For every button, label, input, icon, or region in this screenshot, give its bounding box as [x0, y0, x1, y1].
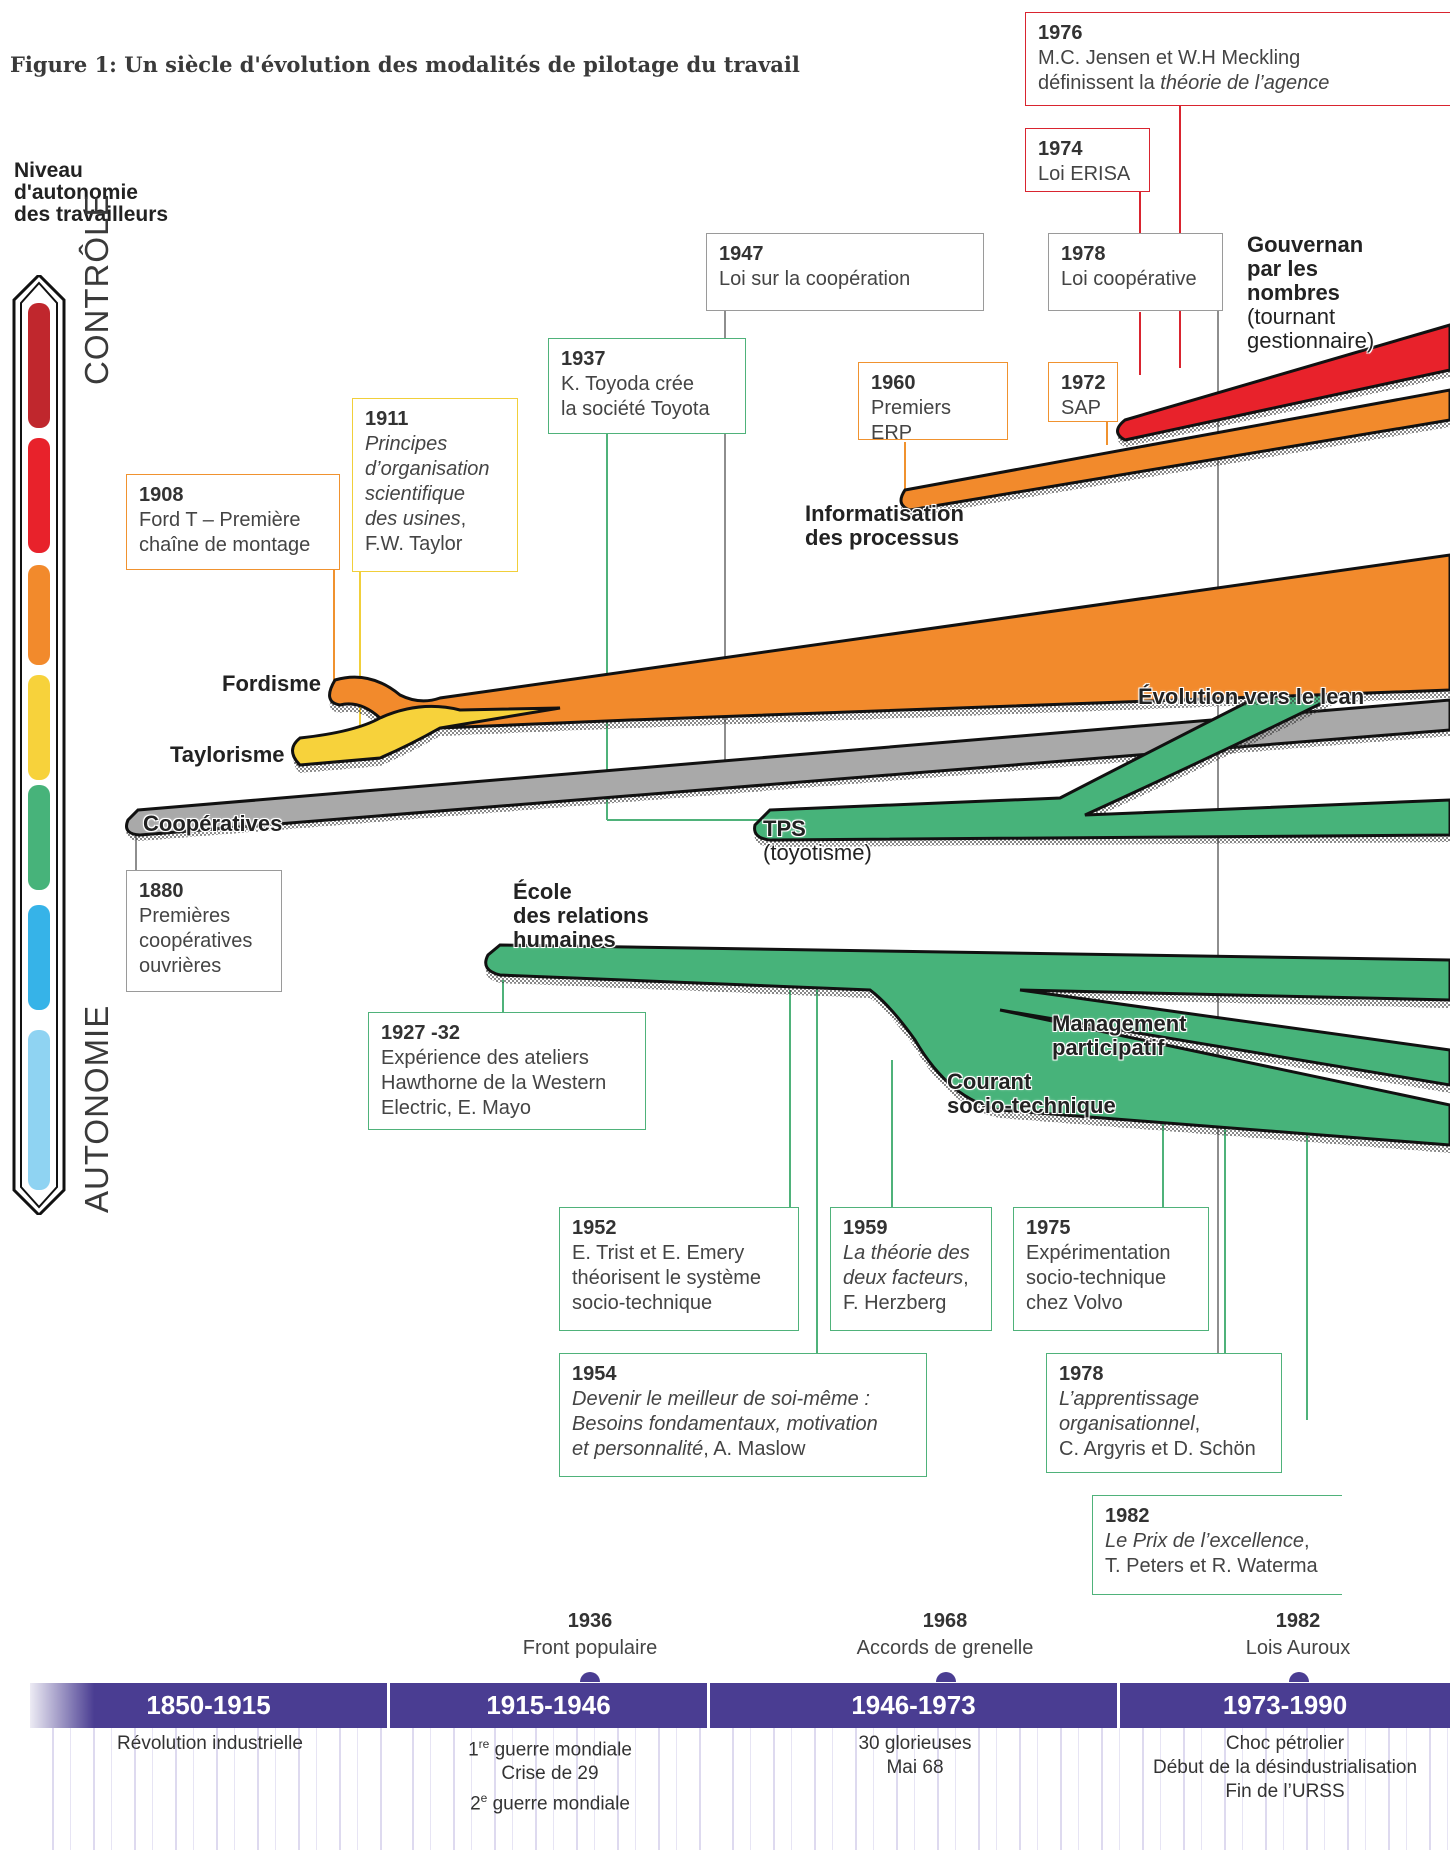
label-gouvernance: Gouvernan par les nombres(tournant gesti…: [1247, 232, 1375, 353]
events-1850-1915: Révolution industrielle: [30, 1728, 390, 1850]
period-1915-1946: 1915-1946: [390, 1683, 710, 1728]
y-axis-label: Niveau d'autonomie des travailleurs: [14, 159, 169, 226]
period-1973-1990: 1973-1990: [1120, 1683, 1450, 1728]
event-dot-1982: [1289, 1672, 1309, 1682]
event-dot-1968: [936, 1672, 956, 1682]
label-informatisation: Informatisation des processus: [805, 501, 964, 550]
autonomy-scale-bar: [12, 275, 66, 1215]
stream-relations-humaines: [484, 943, 1450, 1153]
stream-fordisme-taylorisme: [291, 553, 1450, 773]
period-1850-1915: 1850-1915: [30, 1683, 390, 1728]
events-1946-1973: 30 glorieuses Mai 68: [710, 1728, 1120, 1850]
label-management-participatif: Management participatif: [1052, 1011, 1187, 1060]
label-tps: TPS(toyotisme): [763, 816, 872, 865]
streams-diagram: [125, 96, 1450, 1420]
label-lean: Évolution vers le lean: [1138, 684, 1365, 709]
events-1973-1990: Choc pétrolier Début de la désindustrial…: [1120, 1728, 1450, 1850]
figure-title: Figure 1: Un siècle d'évolution des moda…: [10, 52, 800, 77]
label-courant-socio-technique: Courant socio-technique: [947, 1069, 1116, 1118]
label-relations-humaines: École des relations humaines: [513, 879, 649, 952]
event-dot-1936: [580, 1672, 600, 1682]
period-1946-1973: 1946-1973: [710, 1683, 1120, 1728]
label-taylorisme: Taylorisme: [170, 742, 285, 767]
stream-cooperatives: [125, 698, 1450, 841]
label-cooperatives: Coopératives: [143, 811, 283, 836]
stream-informatisation: [899, 388, 1450, 517]
stream-gouvernance: [1116, 323, 1450, 447]
label-fordisme: Fordisme: [222, 671, 322, 696]
